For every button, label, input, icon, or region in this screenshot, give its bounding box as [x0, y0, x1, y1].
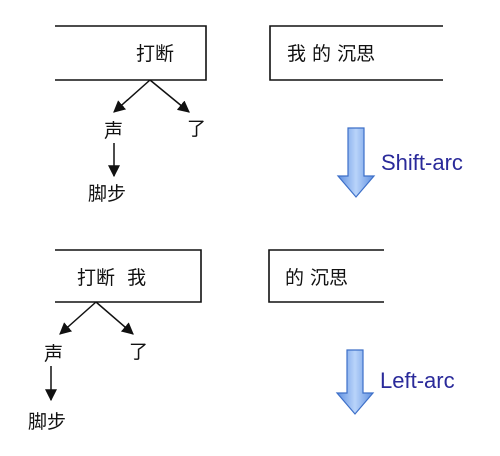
transition-label-2: Left-arc — [380, 368, 455, 393]
tree-right-child-1: 了 — [187, 118, 206, 140]
down-arrow-icon — [335, 349, 375, 415]
tree-grandchild-1: 脚步 — [88, 183, 126, 205]
shift-arc-transition: Shift-arc — [336, 127, 463, 198]
tree-grandchild-2: 脚步 — [28, 411, 66, 433]
buffer-text-2: 的 沉思 — [285, 267, 348, 289]
panel-2: 打断 我 的 沉思 声 了 脚步 — [28, 249, 384, 433]
stack-box-2 — [55, 249, 202, 303]
arc-root-to-right-2 — [95, 301, 134, 335]
transition-label-1: Shift-arc — [381, 150, 463, 175]
left-arc-transition: Left-arc — [335, 349, 455, 415]
buffer-text-1: 我 的 沉思 — [287, 43, 375, 65]
stack-box-1 — [55, 25, 207, 81]
tree-left-child-1: 声 — [104, 120, 123, 142]
buffer-box-1 — [269, 25, 443, 81]
arc-root-to-left-1 — [113, 79, 151, 113]
tree-left-child-2: 声 — [44, 343, 63, 365]
arc-root-to-right-1 — [149, 79, 190, 113]
tree-right-child-2: 了 — [129, 341, 148, 363]
stack-text-1: 打断 — [136, 43, 174, 65]
arc-root-to-left-2 — [59, 301, 97, 335]
panel-1: 打断 我 的 沉思 声 了 脚步 — [55, 25, 443, 205]
buffer-box-2 — [268, 249, 384, 303]
down-arrow-icon — [336, 127, 376, 198]
stack-text-2: 打断 我 — [77, 267, 146, 289]
